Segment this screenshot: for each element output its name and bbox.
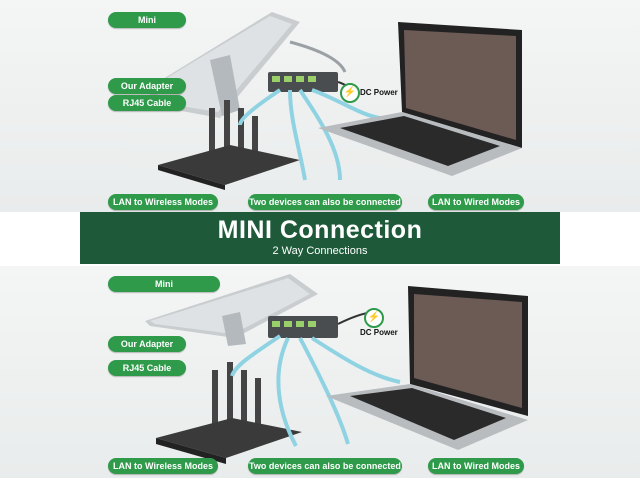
router-antenna [209, 108, 215, 156]
label-lan-wired: LAN to Wired Modes [428, 194, 524, 210]
label-our-adapter: Our Adapter [108, 336, 186, 352]
label-two-devices: Two devices can also be connected [248, 194, 402, 210]
mini-stand [222, 312, 246, 346]
rj45-cable [230, 334, 282, 377]
bottom-panel: Mini Our Adapter RJ45 Cable ⚡ DC Power L… [0, 266, 640, 478]
label-dc-power: DC Power [360, 328, 398, 337]
router-body [158, 145, 300, 185]
banner-subtitle: 2 Way Connections [272, 245, 368, 257]
top-illustration [145, 12, 522, 190]
label-two-devices: Two devices can also be connected [248, 458, 402, 474]
router-antenna [212, 370, 218, 428]
label-lan-wireless: LAN to Wireless Modes [108, 194, 218, 210]
title-banner: MINI Connection 2 Way Connections [80, 212, 560, 264]
label-lan-wired: LAN to Wired Modes [428, 458, 524, 474]
mini-stand [210, 55, 240, 116]
bottom-illustration [145, 274, 528, 464]
label-our-adapter: Our Adapter [108, 78, 186, 94]
rj45-cable [238, 88, 282, 126]
label-rj45-cable: RJ45 Cable [108, 95, 186, 111]
label-lan-wireless: LAN to Wireless Modes [108, 458, 218, 474]
label-mini: Mini [108, 276, 220, 292]
top-panel: Mini Our Adapter RJ45 Cable ⚡ DC Power L… [0, 0, 640, 212]
label-dc-power: DC Power [360, 88, 398, 97]
label-mini: Mini [108, 12, 186, 28]
label-rj45-cable: RJ45 Cable [108, 360, 186, 376]
router-body [156, 418, 302, 458]
dc-power-icon: ⚡ [340, 83, 360, 103]
banner-title: MINI Connection [217, 216, 423, 244]
dc-power-icon: ⚡ [364, 308, 384, 328]
